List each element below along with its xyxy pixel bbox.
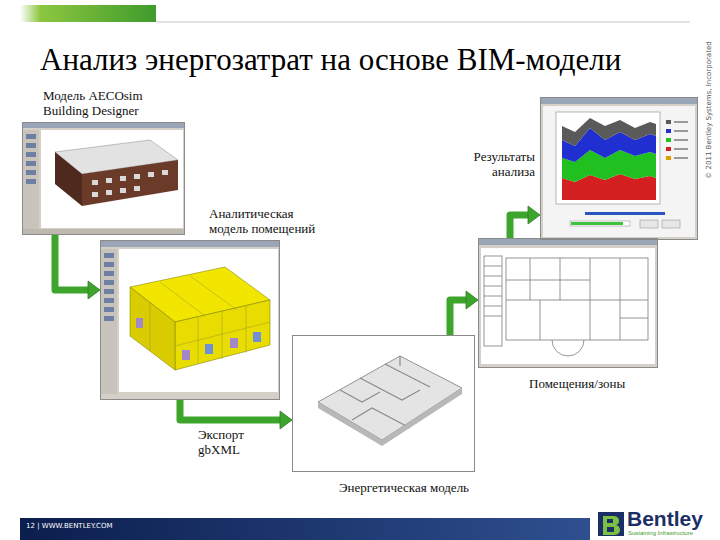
flow-arrow bbox=[450, 291, 478, 335]
panel-caption: Помещения/зоны bbox=[529, 377, 649, 392]
slide-title: Анализ энергозатрат на основе BIM-модели bbox=[40, 42, 621, 78]
arrow-head bbox=[280, 411, 292, 429]
screenshot-panel: Модель AECOsim Building Designer bbox=[22, 122, 185, 235]
panel-caption: Энергетическая модель bbox=[339, 481, 499, 496]
arrow-shaft bbox=[55, 235, 89, 290]
logo-tagline: Sustaining Infrastructure bbox=[628, 530, 693, 536]
logo-wordmark: Bentley bbox=[627, 508, 703, 529]
arrow-shaft bbox=[180, 400, 281, 420]
panel-caption: Модель AECOsim Building Designer bbox=[43, 89, 173, 119]
arrow-head bbox=[466, 291, 478, 309]
screenshot-panel: Помещения/зоны bbox=[478, 238, 658, 368]
arrow-shaft bbox=[510, 215, 529, 238]
panel-caption: Результаты анализа bbox=[453, 150, 535, 180]
arrow-shaft bbox=[450, 300, 467, 335]
arrow-head bbox=[528, 206, 540, 224]
edge-label: Экспорт gbXML bbox=[198, 428, 260, 458]
copyright-note: © 2011 Bentley Systems, Incorporated bbox=[705, 41, 713, 178]
footer-page-url: 12 | WWW.BENTLEY.COM bbox=[26, 522, 112, 530]
flow-arrow bbox=[55, 235, 100, 299]
screenshot-panel: Результаты анализа bbox=[540, 97, 698, 240]
flow-arrow bbox=[510, 206, 540, 238]
arrow-head bbox=[88, 281, 100, 299]
screenshot-panel: Аналитическая модель помещений bbox=[100, 240, 280, 400]
flow-arrow bbox=[180, 400, 292, 429]
screenshot-panel: Энергетическая модель bbox=[292, 335, 475, 472]
panel-caption: Аналитическая модель помещений bbox=[209, 207, 327, 237]
